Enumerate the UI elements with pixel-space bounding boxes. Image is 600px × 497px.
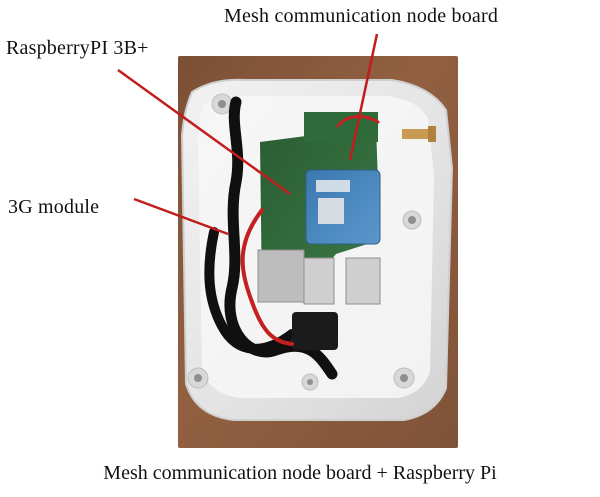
screw-hole: [400, 374, 408, 382]
antenna-connector-end: [428, 126, 436, 142]
3g-module-label: 3G module: [8, 196, 100, 218]
usb-port: [345, 257, 381, 305]
mesh-node-board-label: Mesh communication node board: [224, 5, 499, 27]
usb-modem: [292, 312, 338, 350]
antenna-connector: [402, 129, 430, 139]
black-cable: [204, 227, 297, 354]
module-label: [316, 180, 350, 192]
raspberry-pi-label: RaspberryPI 3B+: [6, 37, 149, 59]
screw-hole: [194, 374, 202, 382]
mesh-board-pointer-line: [348, 33, 379, 161]
3g-module-pointer-line: [133, 197, 229, 236]
red-wire: [240, 208, 294, 346]
ethernet-port: [257, 249, 305, 303]
screw-hole: [307, 379, 313, 385]
chip: [318, 198, 344, 224]
red-wire: [336, 115, 380, 128]
figure-caption: Mesh communication node board + Raspberr…: [103, 462, 497, 484]
screw-hole: [218, 100, 226, 108]
usb-port: [303, 257, 335, 305]
screw-hole: [408, 216, 416, 224]
raspberry-pi-pointer-line: [117, 68, 291, 196]
